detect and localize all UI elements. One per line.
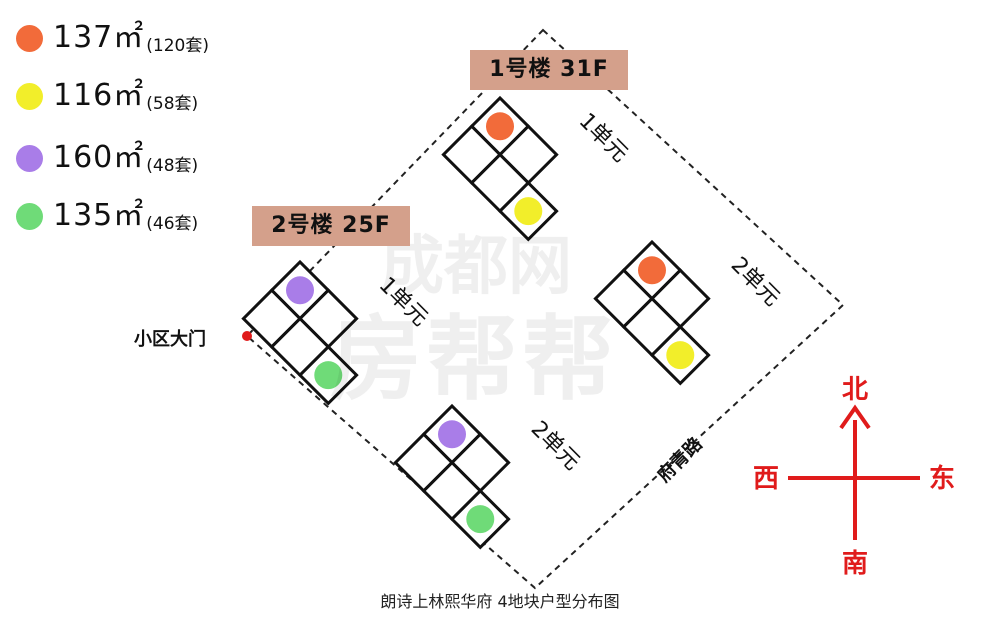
unit-dot (466, 505, 495, 534)
unit-dot (666, 341, 695, 370)
unit-block-b1u1 (441, 95, 559, 242)
unit-label-b1u1: 1单元 (574, 109, 633, 168)
legend-count: (58套) (146, 93, 199, 114)
unit-dot (286, 276, 314, 305)
building-2-label: 2号楼 25F (252, 206, 410, 246)
legend-area: 137㎡ (53, 20, 145, 55)
legend-item-135: 135㎡ (46套) (16, 196, 198, 236)
compass-east: 东 (929, 463, 955, 494)
unit-label-b1u2: 2单元 (726, 253, 785, 312)
building-1-label: 1号楼 31F (470, 50, 628, 90)
unit-blocks: 1单元 2单元 1单元 2单元 (241, 95, 785, 550)
unit-dot (638, 256, 666, 285)
unit-dot (438, 420, 466, 449)
unit-dot (486, 112, 514, 141)
compass-south: 南 (842, 549, 868, 579)
legend-count: (120套) (146, 35, 209, 56)
legend-area: 116㎡ (53, 78, 145, 113)
legend-area: 135㎡ (53, 198, 145, 233)
compass (788, 404, 920, 540)
compass-west: 西 (753, 464, 779, 494)
legend-count: (46套) (146, 213, 199, 234)
legend-count: (48套) (146, 155, 199, 176)
site-boundary (245, 28, 845, 590)
compass-north: 北 (842, 375, 868, 405)
legend-area: 160㎡ (53, 140, 145, 175)
unit-block-b2u1 (241, 259, 359, 406)
unit-block-b2u2 (393, 403, 511, 550)
legend-item-116: 116㎡ (58套) (16, 76, 198, 116)
unit-label-b2u1: 1单元 (374, 273, 433, 332)
legend-dot-purple (16, 144, 43, 172)
unit-block-b1u2 (593, 239, 711, 386)
legend-item-137: 137㎡ (120套) (16, 18, 209, 58)
unit-dot (314, 361, 343, 390)
gate-label: 小区大门 (134, 329, 206, 350)
gate-marker (242, 331, 252, 341)
legend-dot-orange (16, 24, 43, 52)
legend-dot-yellow (16, 82, 43, 110)
diagram-caption: 朗诗上林熙华府 4地块户型分布图 (380, 592, 620, 611)
unit-dot (514, 197, 543, 226)
unit-label-b2u2: 2单元 (526, 417, 585, 476)
legend-item-160: 160㎡ (48套) (16, 138, 198, 178)
legend-dot-green (16, 202, 43, 230)
